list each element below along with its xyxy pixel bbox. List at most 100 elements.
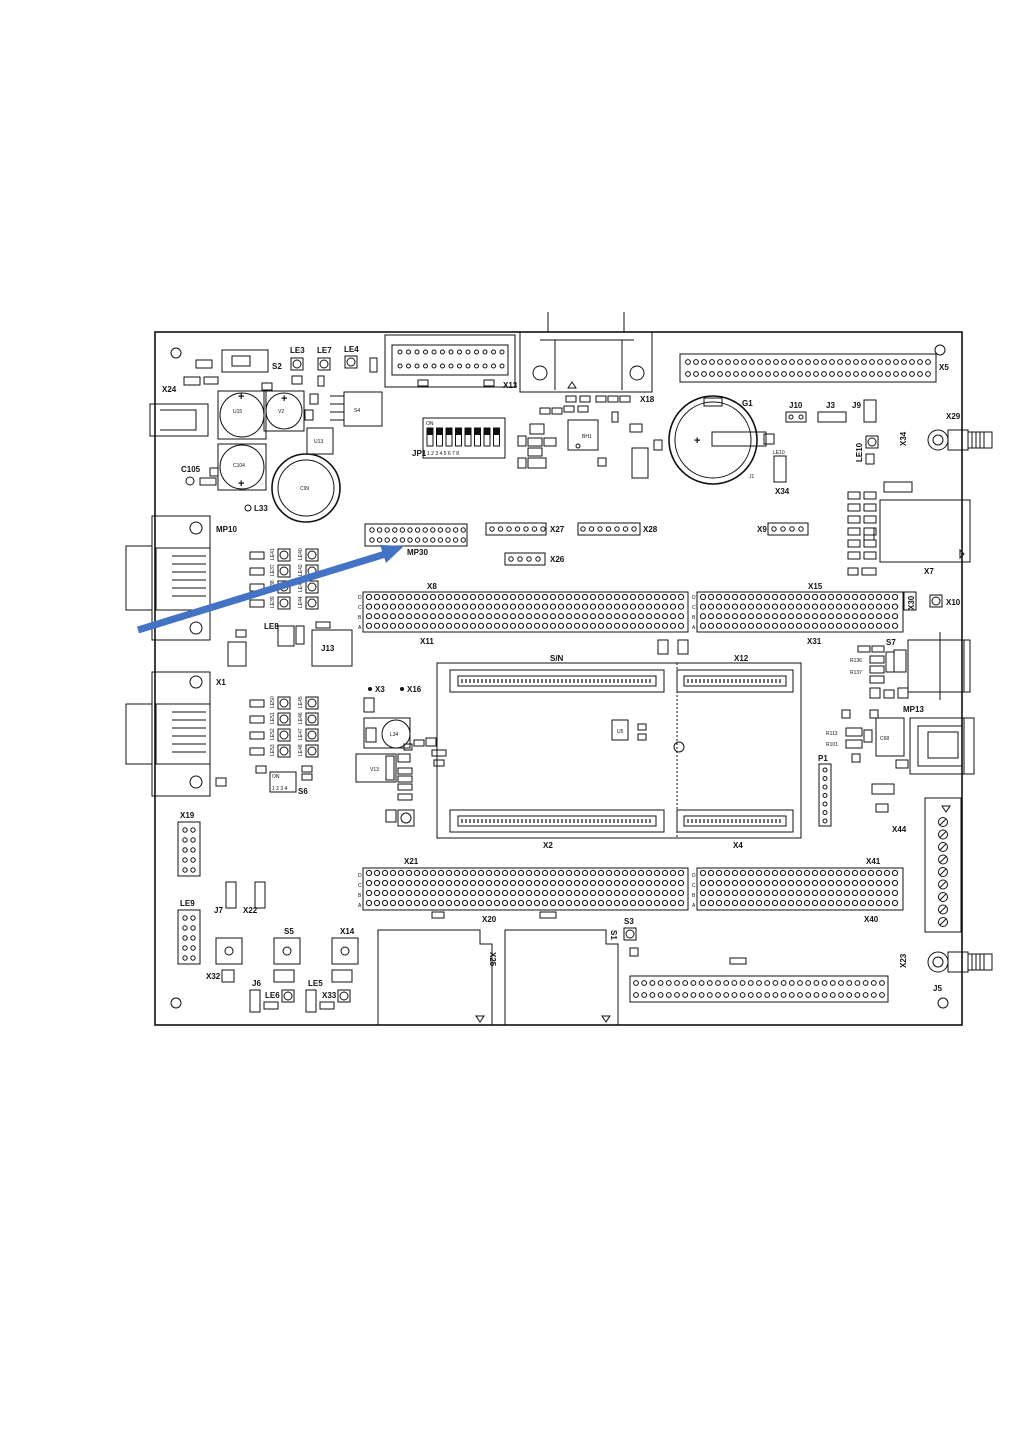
pin <box>707 613 715 620</box>
pin <box>709 359 715 365</box>
pin <box>423 363 428 369</box>
pin <box>381 613 389 620</box>
pin <box>699 889 707 897</box>
chip-u5 <box>611 719 629 741</box>
pin <box>787 622 795 629</box>
pin <box>461 603 469 610</box>
usb-x6 <box>909 717 975 775</box>
pin <box>747 992 754 998</box>
pin <box>822 784 828 790</box>
pin <box>677 889 685 897</box>
pin <box>779 603 787 610</box>
pin <box>813 359 819 365</box>
pin <box>497 526 504 532</box>
db9-x27 <box>125 515 211 641</box>
pin <box>755 869 763 877</box>
pin <box>846 980 853 986</box>
pin <box>397 349 403 355</box>
pin <box>465 363 471 369</box>
pin <box>877 371 883 377</box>
pin <box>765 371 771 377</box>
chip-u15 <box>343 391 383 427</box>
pin <box>723 889 731 897</box>
pin <box>637 603 645 610</box>
pin <box>517 879 525 887</box>
pin <box>629 899 637 907</box>
pin <box>677 879 685 887</box>
pin <box>437 622 445 629</box>
pin <box>843 879 851 887</box>
pin <box>182 867 188 873</box>
pin <box>877 359 883 365</box>
pin <box>485 869 493 877</box>
pin <box>803 889 811 897</box>
pin <box>879 980 885 986</box>
pin <box>819 869 827 877</box>
pin <box>653 879 661 887</box>
pin <box>469 869 477 877</box>
pin <box>853 371 859 377</box>
pin <box>925 359 931 365</box>
pin <box>859 613 867 620</box>
connector-x12 <box>907 639 965 693</box>
pin <box>764 992 771 998</box>
pin <box>674 992 680 998</box>
pin <box>827 899 835 907</box>
pin <box>829 359 835 365</box>
pin <box>859 889 867 897</box>
connector-x3 <box>676 669 794 693</box>
pin <box>533 622 541 629</box>
pin <box>819 622 827 629</box>
pin <box>653 899 661 907</box>
pin <box>605 526 612 532</box>
pin <box>795 899 803 907</box>
pin <box>747 593 755 601</box>
pin <box>190 837 196 843</box>
label-mp13: X3 <box>375 685 385 694</box>
pin <box>605 603 613 610</box>
pin <box>422 537 428 543</box>
label-x14: X25 <box>488 952 497 967</box>
pin <box>859 593 867 601</box>
pin <box>747 899 755 907</box>
label-jp1: LE10 <box>773 450 785 456</box>
pin <box>891 899 899 907</box>
pin <box>893 371 899 377</box>
row-letter: A <box>358 903 362 909</box>
pin <box>773 359 779 365</box>
led-label: LE46 <box>298 712 304 724</box>
pin <box>779 889 787 897</box>
pin <box>843 869 851 877</box>
pin <box>501 899 509 907</box>
pin <box>365 622 373 629</box>
pin <box>779 869 787 877</box>
pin <box>526 556 532 562</box>
pin <box>725 371 731 377</box>
pin <box>891 879 899 887</box>
pin <box>867 613 875 620</box>
row-letter: B <box>692 615 696 621</box>
pin <box>853 359 859 365</box>
pin <box>787 879 795 887</box>
pin <box>835 622 843 629</box>
pin <box>763 622 771 629</box>
pin <box>525 869 533 877</box>
pin <box>690 992 697 998</box>
pin <box>883 889 891 897</box>
connector-x26 <box>577 522 641 536</box>
pin <box>589 622 597 629</box>
pin <box>851 622 859 629</box>
connector-x30-x31 <box>696 591 904 633</box>
pin <box>883 593 891 601</box>
pin <box>861 371 867 377</box>
pin <box>772 992 779 998</box>
pin <box>797 980 803 986</box>
pin <box>565 593 573 601</box>
pin <box>739 613 747 620</box>
label-x40: X40 <box>864 915 879 924</box>
pin <box>525 899 533 907</box>
pin <box>407 527 413 533</box>
pin <box>715 869 723 877</box>
pin <box>452 537 459 543</box>
pin <box>763 879 771 887</box>
